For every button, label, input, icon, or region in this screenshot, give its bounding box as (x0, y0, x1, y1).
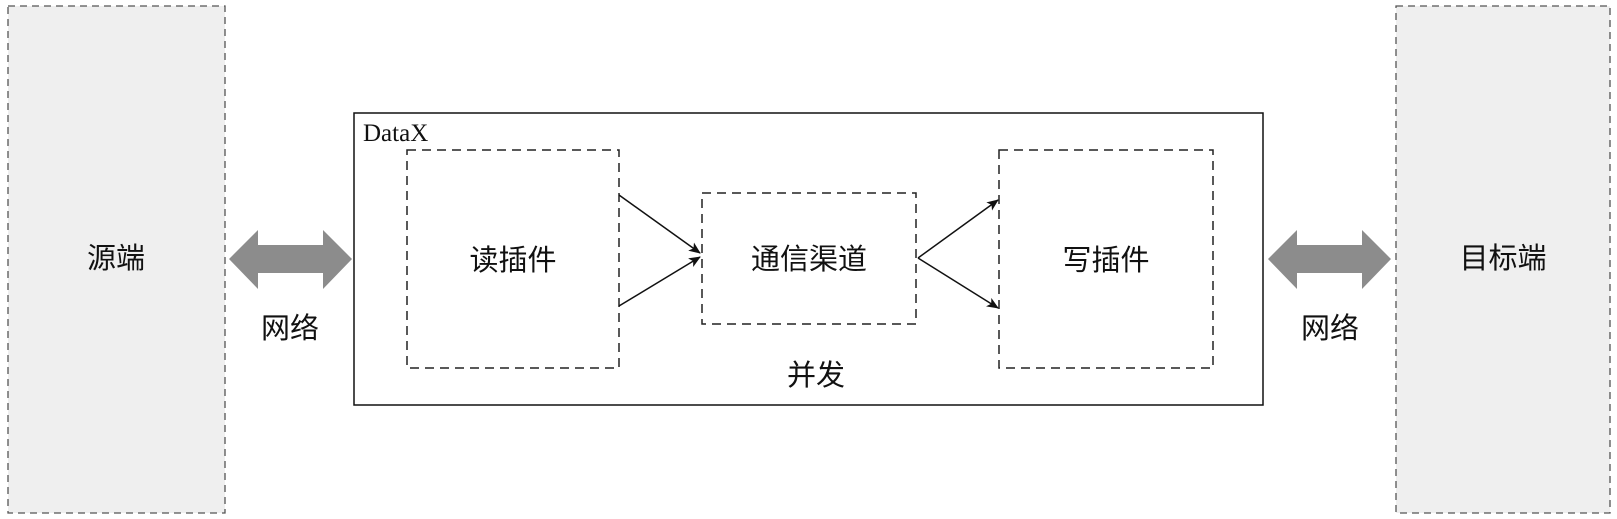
concurrency-label: 并发 (787, 358, 845, 392)
reader-to-channel-arrow-2 (618, 256, 701, 307)
network-left-label: 网络 (261, 311, 319, 345)
reader-plugin: 读插件 (406, 149, 620, 369)
source-label: 源端 (87, 241, 145, 275)
channel-to-writer-arrow-2 (917, 257, 999, 309)
network-double-arrow-left (229, 230, 352, 289)
datax-title: DataX (363, 120, 428, 147)
channel: 通信渠道 (701, 192, 917, 325)
target-label: 目标端 (1459, 241, 1546, 275)
channel-label: 通信渠道 (751, 242, 867, 276)
reader-to-channel-arrow-1 (618, 194, 701, 254)
datax-container: DataX 并发 (353, 112, 1264, 406)
writer-plugin: 写插件 (998, 149, 1214, 369)
network-right-label: 网络 (1301, 311, 1359, 345)
reader-label: 读插件 (469, 243, 556, 277)
channel-to-writer-arrow-1 (917, 199, 999, 259)
source-endpoint: 源端 (7, 5, 226, 514)
network-double-arrow-right (1268, 230, 1391, 289)
target-endpoint: 目标端 (1395, 5, 1611, 514)
writer-label: 写插件 (1062, 243, 1149, 277)
